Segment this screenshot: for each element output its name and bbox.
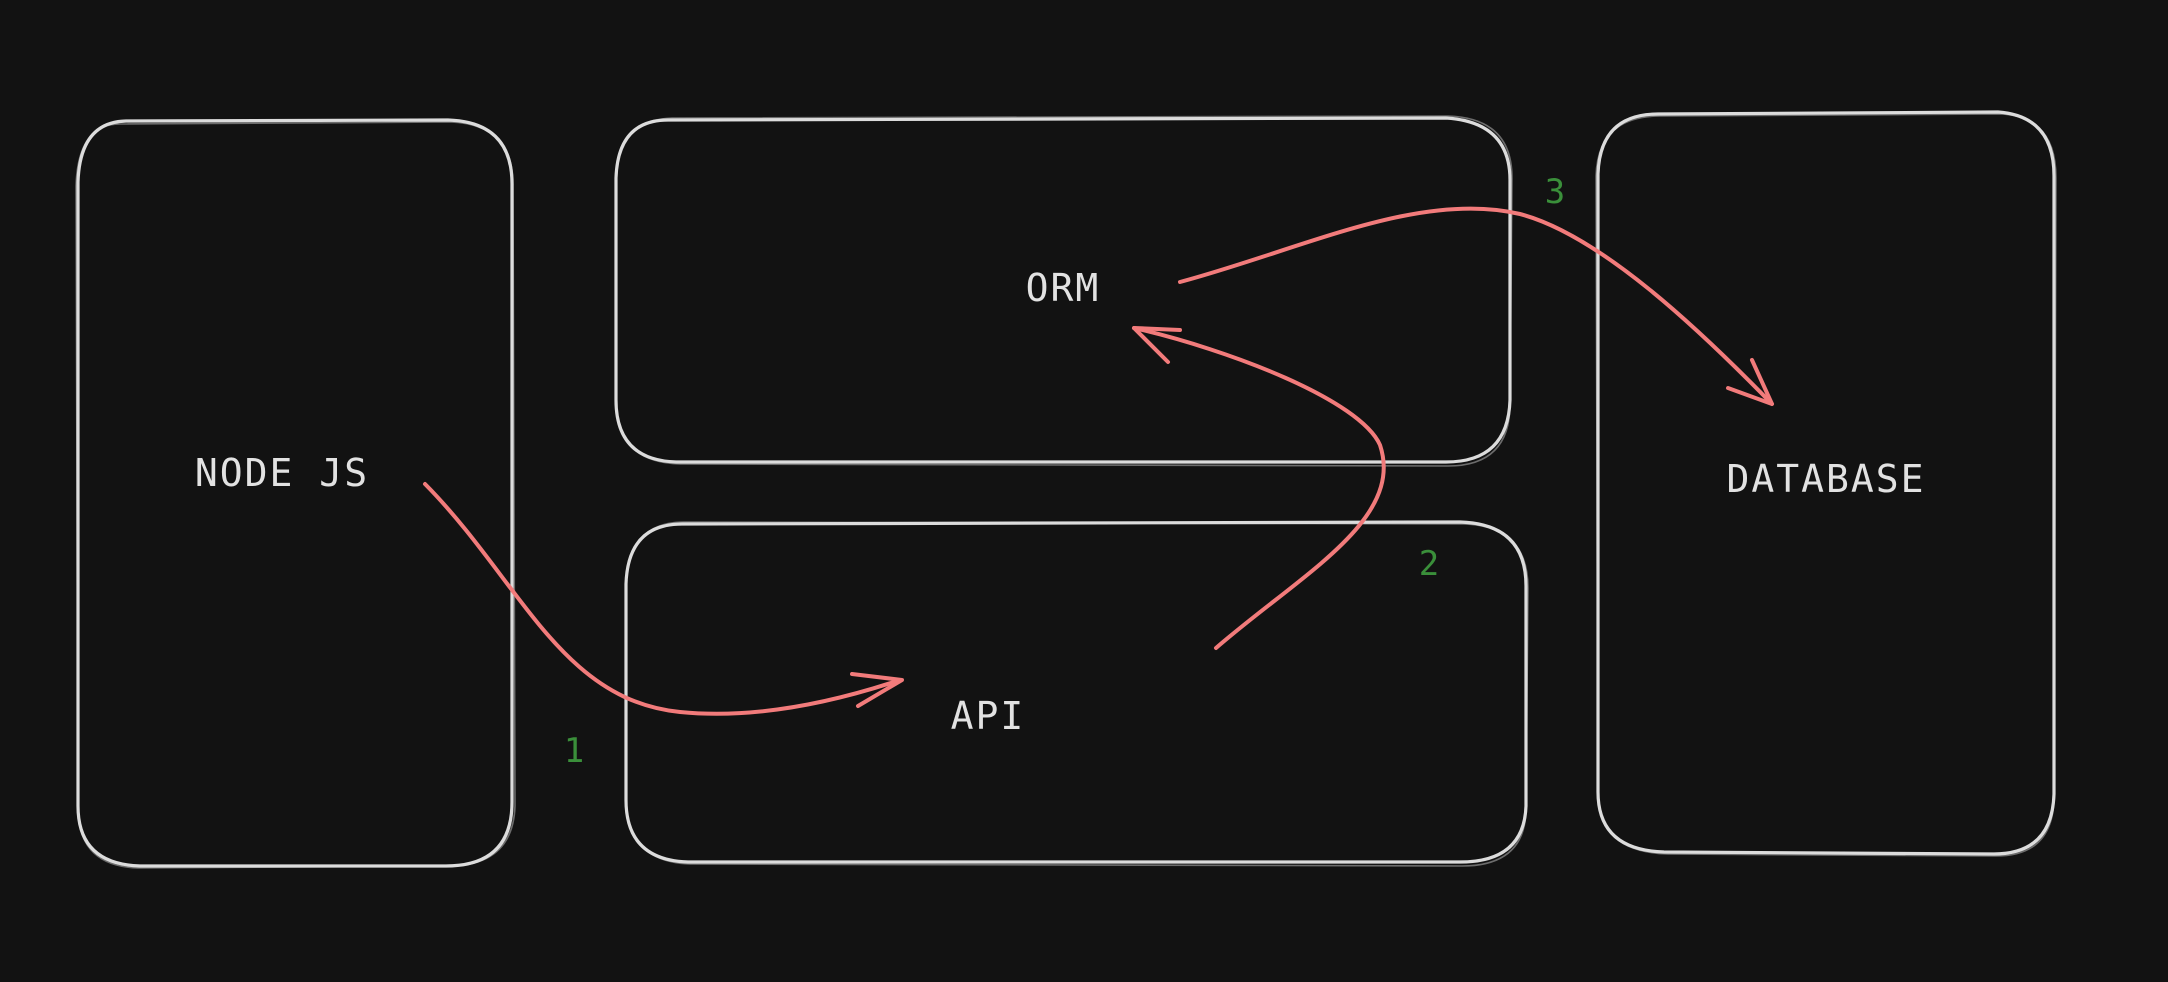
arrow-1-curve: [423, 482, 902, 716]
orm-label: ORM: [1026, 266, 1101, 310]
database-label: DATABASE: [1726, 457, 1925, 501]
api-box-outline-secondary: [625, 521, 1529, 867]
node-database[interactable]: DATABASE: [1595, 110, 2057, 857]
node-orm[interactable]: ORM: [614, 115, 1513, 467]
api-box-outline: [624, 520, 1528, 864]
edge-orm-to-database[interactable]: 3: [1178, 172, 1774, 406]
nodejs-box-outline-secondary: [75, 121, 516, 869]
step-2-number: 2: [1419, 544, 1439, 584]
edge-api-to-orm[interactable]: 2: [1132, 326, 1439, 650]
orm-box-outline: [614, 116, 1512, 464]
api-label: API: [951, 694, 1026, 738]
arrow-3-head: [1726, 358, 1774, 406]
arrow-2-curve: [1132, 326, 1386, 650]
arrow-3-curve: [1178, 206, 1774, 406]
database-box-outline: [1596, 110, 2056, 856]
arrow-2-head: [1132, 326, 1182, 364]
nodejs-box-outline: [76, 118, 514, 868]
edge-nodejs-to-api[interactable]: 1: [423, 482, 904, 771]
node-nodejs[interactable]: NODE JS: [75, 118, 516, 869]
nodejs-label: NODE JS: [195, 451, 369, 495]
step-3-number: 3: [1545, 172, 1565, 212]
step-1-number: 1: [564, 731, 584, 771]
node-api[interactable]: API: [624, 520, 1529, 867]
arrow-1-head: [850, 672, 904, 708]
